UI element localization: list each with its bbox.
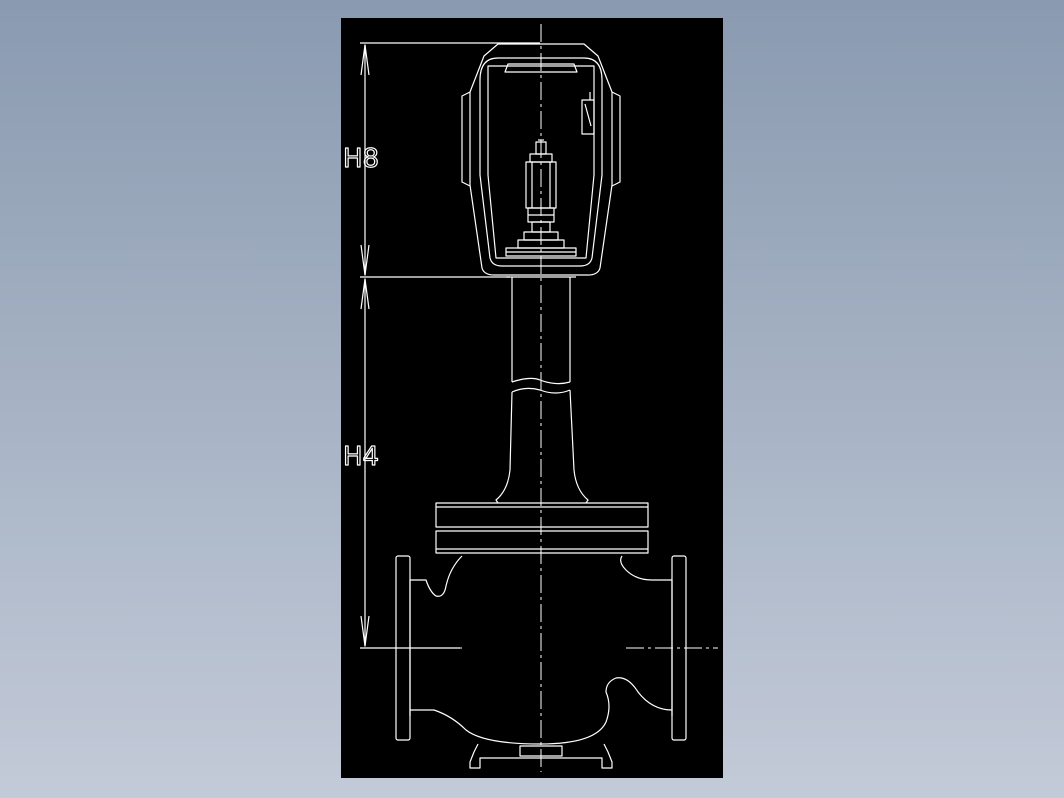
position-indicator xyxy=(581,99,595,135)
break-line-bottom xyxy=(511,387,571,394)
actuator-yoke xyxy=(461,43,621,276)
arrow-up-icon xyxy=(360,278,370,310)
arrow-down-icon xyxy=(360,244,370,276)
arrow-up-icon xyxy=(360,44,370,76)
valve-drawing: H8 H4 xyxy=(342,24,718,772)
bonnet-extension-lower xyxy=(495,387,589,504)
yoke-window xyxy=(487,65,595,259)
dimension-label-h8: H8 xyxy=(343,144,379,174)
arrow-down-icon xyxy=(360,615,370,647)
bonnet-flanges xyxy=(435,502,649,554)
dimension-h8: H8 xyxy=(342,42,540,276)
yoke-inner-outline xyxy=(479,57,603,267)
column-right-wall xyxy=(569,389,589,504)
column-left-wall xyxy=(495,391,513,504)
body-flange xyxy=(435,530,649,554)
yoke-top-plate xyxy=(504,63,578,73)
bonnet-extension-upper xyxy=(506,276,576,385)
indicator-pointer xyxy=(584,103,592,127)
body-upper-left xyxy=(410,555,463,597)
yoke-left-rib xyxy=(461,91,471,187)
column-walls xyxy=(511,277,571,382)
body-lower-outline xyxy=(410,677,673,745)
bonnet-flange xyxy=(435,502,649,528)
center-lines xyxy=(380,24,718,772)
dimension-label-h4: H4 xyxy=(343,442,379,472)
break-line-top xyxy=(511,377,571,385)
body-upper-right xyxy=(620,555,672,581)
dimension-h4: H4 xyxy=(342,276,510,649)
cad-drawing-sheet: H8 H4 xyxy=(341,18,723,778)
yoke-outer-outline xyxy=(469,43,613,276)
yoke-right-rib xyxy=(611,91,621,187)
